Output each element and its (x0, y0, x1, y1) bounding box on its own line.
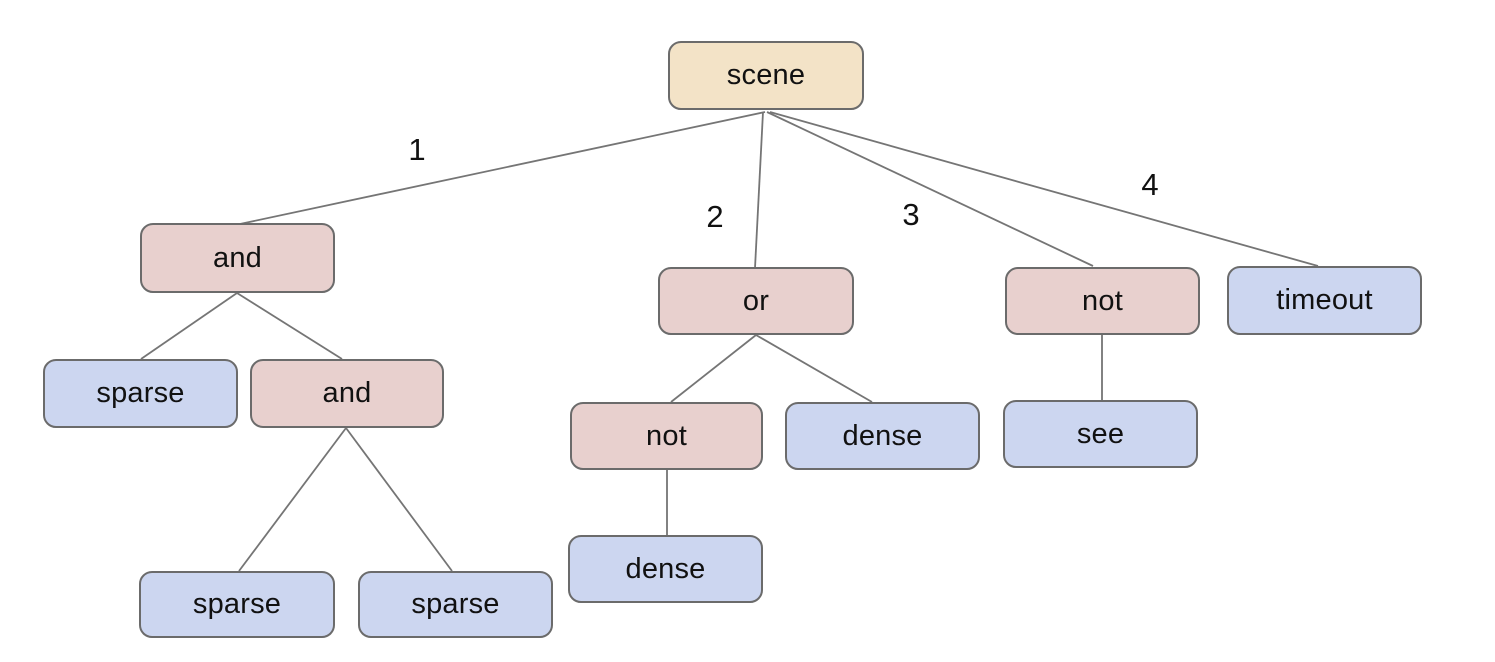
node-and-2: and (250, 359, 444, 428)
edge-or-dense (755, 334, 873, 403)
edge-scene-not (766, 111, 1094, 267)
branch-label-1: 1 (408, 132, 426, 167)
node-timeout: timeout (1227, 266, 1422, 335)
node-or: or (658, 267, 854, 335)
edge-and2-sparse2 (345, 427, 453, 572)
node-not-2: not (570, 402, 763, 470)
branch-label-3: 3 (902, 197, 920, 232)
node-label: timeout (1276, 284, 1373, 316)
branch-label-2: 2 (706, 199, 724, 234)
node-label: dense (842, 419, 923, 452)
edge-or-not (670, 334, 757, 403)
edge-scene-or (754, 111, 764, 269)
edge-and-sparse (140, 292, 238, 360)
node-see: see (1003, 400, 1198, 468)
node-scene: scene (668, 41, 864, 110)
node-dense-2: dense (568, 535, 763, 603)
node-label: see (1076, 417, 1125, 450)
node-label: sparse (96, 377, 185, 409)
edge-scene-and (239, 111, 766, 225)
node-label: sparse (192, 588, 282, 620)
node-label: scene (726, 59, 806, 91)
node-label: sparse (411, 588, 500, 620)
edge-and-and2 (236, 292, 343, 360)
node-and: and (140, 223, 335, 293)
node-sparse-3: sparse (358, 571, 553, 638)
node-label: or (742, 284, 770, 317)
node-label: dense (625, 552, 706, 585)
branch-label-4: 4 (1141, 167, 1159, 202)
node-dense: dense (785, 402, 980, 470)
edge-and2-sparse (238, 427, 347, 572)
node-sparse-2: sparse (139, 571, 335, 638)
node-not: not (1005, 267, 1200, 335)
node-sparse: sparse (43, 359, 238, 428)
node-label: and (213, 241, 262, 274)
node-label: not (1082, 284, 1123, 317)
edge-scene-timeout (769, 111, 1319, 267)
node-label: not (646, 419, 687, 452)
node-label: and (322, 377, 372, 409)
